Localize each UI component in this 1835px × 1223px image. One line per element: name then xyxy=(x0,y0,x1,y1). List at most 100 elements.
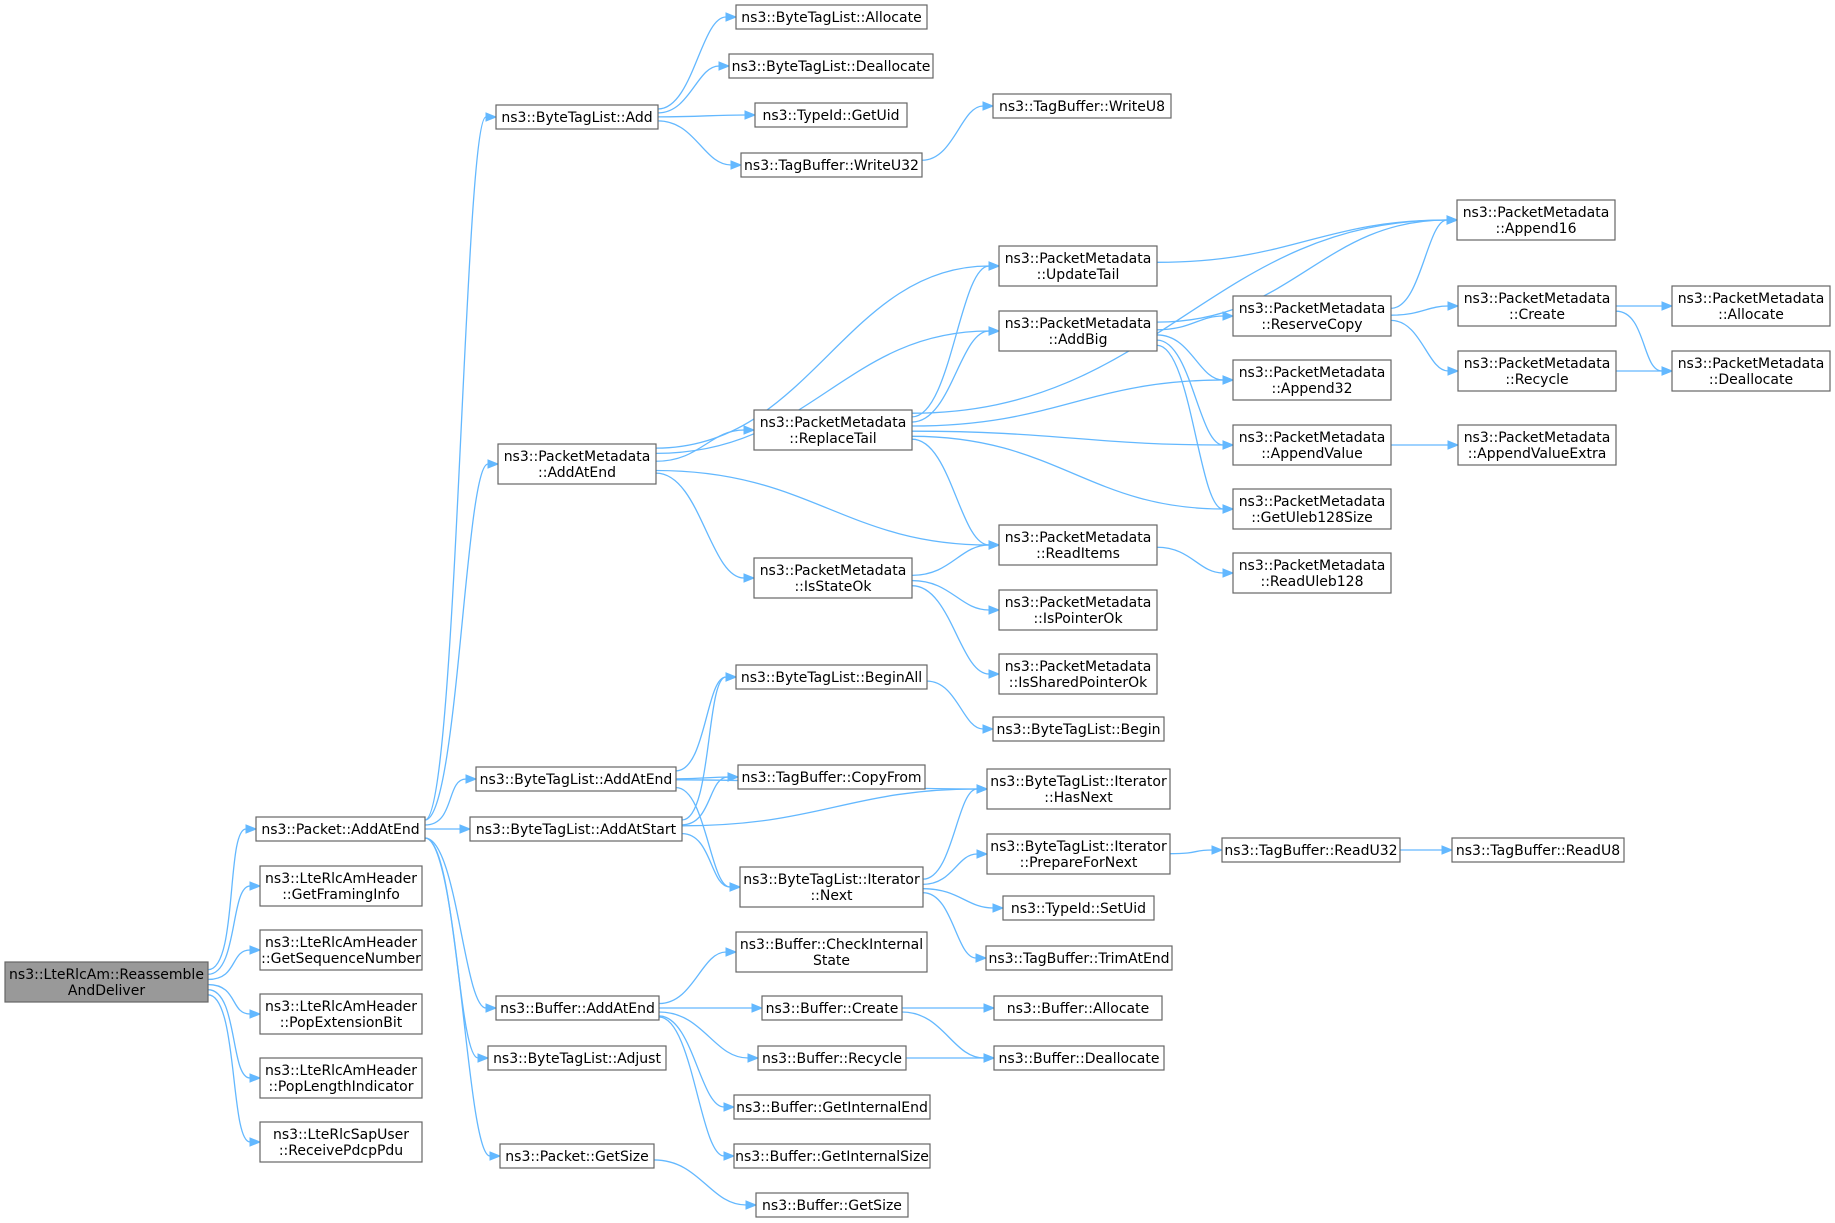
edge-arrowhead xyxy=(487,459,500,469)
node-btl-allocate[interactable]: ns3::ByteTagList::Allocate xyxy=(735,4,928,30)
node-box xyxy=(998,524,1158,566)
node-pm-replacetail[interactable]: ns3::PacketMetadata::ReplaceTail xyxy=(753,409,913,451)
node-it-hasnext[interactable]: ns3::ByteTagList::Iterator::HasNext xyxy=(986,768,1171,810)
edge-line xyxy=(655,265,990,449)
edge-arrowhead xyxy=(1661,301,1674,311)
node-label: ns3::PacketMetadata xyxy=(760,563,907,579)
node-label: ns3::PacketMetadata xyxy=(1239,301,1386,317)
node-box xyxy=(998,310,1158,352)
node-box xyxy=(1451,837,1625,863)
node-pm-recycle[interactable]: ns3::PacketMetadata::Recycle xyxy=(1457,350,1617,392)
node-box xyxy=(993,1045,1165,1071)
node-buf-allocate[interactable]: ns3::Buffer::Allocate xyxy=(993,995,1163,1021)
edge-line xyxy=(922,892,977,959)
node-pm-appendvalueextra[interactable]: ns3::PacketMetadata::AppendValueExtra xyxy=(1457,424,1617,466)
node-btl-add[interactable]: ns3::ByteTagList::Add xyxy=(495,104,659,130)
node-box xyxy=(497,443,657,485)
node-tid-getuid[interactable]: ns3::TypeId::GetUid xyxy=(754,102,908,128)
node-box xyxy=(733,1094,931,1120)
node-label: ::AddAtEnd xyxy=(538,465,616,481)
node-label: ::PopExtensionBit xyxy=(280,1015,403,1031)
node-btl-addatend[interactable]: ns3::ByteTagList::AddAtEnd xyxy=(475,766,677,792)
edge-line xyxy=(1156,334,1224,381)
edge-arrowhead xyxy=(975,953,988,963)
edge-arrowhead xyxy=(249,881,262,891)
edge-line xyxy=(658,1015,725,1108)
edge-buf-recycle-to-buf-deallocate xyxy=(906,1053,996,1063)
edge-root-to-hdr-poplen xyxy=(207,989,262,1083)
node-btl-begin[interactable]: ns3::ByteTagList::Begin xyxy=(992,716,1165,742)
node-buf-getinternalend[interactable]: ns3::Buffer::GetInternalEnd xyxy=(733,1094,931,1120)
node-pm-appendvalue[interactable]: ns3::PacketMetadata::AppendValue xyxy=(1232,424,1392,466)
edge-pm-isstateok-to-pm-readitems xyxy=(911,540,1001,577)
node-tb-readu8[interactable]: ns3::TagBuffer::ReadU8 xyxy=(1451,837,1625,863)
node-pm-deallocate[interactable]: ns3::PacketMetadata::Deallocate xyxy=(1671,350,1831,392)
node-btl-deallocate[interactable]: ns3::ByteTagList::Deallocate xyxy=(728,53,934,79)
node-pm-allocate[interactable]: ns3::PacketMetadata::Allocate xyxy=(1671,285,1831,327)
node-pkt-getsize[interactable]: ns3::Packet::GetSize xyxy=(499,1143,655,1169)
edge-arrowhead xyxy=(249,1137,262,1147)
node-label: ::PopLengthIndicator xyxy=(269,1079,414,1095)
node-buf-getinternalsize[interactable]: ns3::Buffer::GetInternalSize xyxy=(733,1143,931,1169)
node-pm-readuleb[interactable]: ns3::PacketMetadata::ReadUleb128 xyxy=(1232,552,1392,594)
edge-pkt-addatend-to-btl-add xyxy=(424,112,498,821)
edge-btl-add-to-tid-getuid xyxy=(657,110,757,120)
node-label: ns3::Buffer::CheckInternal xyxy=(740,937,923,953)
edge-line xyxy=(658,1011,749,1059)
edge-arrowhead xyxy=(1222,375,1235,385)
node-buf-deallocate[interactable]: ns3::Buffer::Deallocate xyxy=(993,1045,1165,1071)
node-pm-issharedpointerok[interactable]: ns3::PacketMetadata::IsSharedPointerOk xyxy=(998,653,1158,695)
node-hdr-poplen[interactable]: ns3::LteRlcAmHeader::PopLengthIndicator xyxy=(259,1057,423,1099)
node-pm-ispointerok[interactable]: ns3::PacketMetadata::IsPointerOk xyxy=(998,589,1158,631)
node-hdr-seq[interactable]: ns3::LteRlcAmHeader::GetSequenceNumber xyxy=(259,929,423,971)
node-buf-getsize[interactable]: ns3::Buffer::GetSize xyxy=(755,1192,909,1218)
node-box xyxy=(1232,488,1392,530)
node-pm-create[interactable]: ns3::PacketMetadata::Create xyxy=(1457,285,1617,327)
node-it-prepare[interactable]: ns3::ByteTagList::Iterator::PrepareForNe… xyxy=(986,833,1171,875)
edge-arrowhead xyxy=(988,605,1001,615)
node-tid-setuid[interactable]: ns3::TypeId::SetUid xyxy=(1002,895,1155,921)
node-tb-readu32[interactable]: ns3::TagBuffer::ReadU32 xyxy=(1221,837,1401,863)
edge-pm-addatend-to-pm-isstateok xyxy=(655,472,756,583)
edge-line xyxy=(681,832,731,888)
node-box xyxy=(1232,359,1392,401)
node-buf-recycle[interactable]: ns3::Buffer::Recycle xyxy=(757,1045,907,1071)
node-pm-getuleb[interactable]: ns3::PacketMetadata::GetUleb128Size xyxy=(1232,488,1392,530)
node-label: ::PrepareForNext xyxy=(1020,855,1138,871)
node-pm-reservecopy[interactable]: ns3::PacketMetadata::ReserveCopy xyxy=(1232,295,1392,337)
node-btl-addatstart[interactable]: ns3::ByteTagList::AddAtStart xyxy=(469,816,683,842)
node-pm-addbig[interactable]: ns3::PacketMetadata::AddBig xyxy=(998,310,1158,352)
node-pm-isstateok[interactable]: ns3::PacketMetadata::IsStateOk xyxy=(753,557,913,599)
node-pm-readitems[interactable]: ns3::PacketMetadata::ReadItems xyxy=(998,524,1158,566)
node-pm-updatetail[interactable]: ns3::PacketMetadata::UpdateTail xyxy=(998,245,1158,287)
node-btl-beginall[interactable]: ns3::ByteTagList::BeginAll xyxy=(735,664,928,690)
node-label: ns3::ByteTagList::Iterator xyxy=(990,774,1167,790)
node-btl-adjust[interactable]: ns3::ByteTagList::Adjust xyxy=(487,1045,667,1071)
node-label: ns3::PacketMetadata xyxy=(1463,205,1610,221)
node-sap-receive[interactable]: ns3::LteRlcSapUser::ReceivePdcpPdu xyxy=(259,1121,423,1163)
node-tb-writeu8[interactable]: ns3::TagBuffer::WriteU8 xyxy=(992,93,1172,119)
edge-line xyxy=(681,776,729,826)
node-box xyxy=(1221,837,1401,863)
node-pm-append16[interactable]: ns3::PacketMetadata::Append16 xyxy=(1456,199,1616,241)
edge-line xyxy=(681,788,978,827)
node-pm-append32[interactable]: ns3::PacketMetadata::Append32 xyxy=(1232,359,1392,401)
node-tb-copyfrom[interactable]: ns3::TagBuffer::CopyFrom xyxy=(737,764,926,790)
node-tb-trimatend[interactable]: ns3::TagBuffer::TrimAtEnd xyxy=(985,945,1173,971)
node-hdr-popext[interactable]: ns3::LteRlcAmHeader::PopExtensionBit xyxy=(259,993,423,1035)
edge-pm-addatend-to-pm-replacetail xyxy=(655,425,756,462)
node-it-next[interactable]: ns3::ByteTagList::Iterator::Next xyxy=(739,866,924,908)
node-hdr-framing[interactable]: ns3::LteRlcAmHeader::GetFramingInfo xyxy=(259,865,423,907)
node-buf-create[interactable]: ns3::Buffer::Create xyxy=(761,995,903,1021)
node-box xyxy=(495,995,660,1021)
node-pm-addatend[interactable]: ns3::PacketMetadata::AddAtEnd xyxy=(497,443,657,485)
node-tb-writeu32[interactable]: ns3::TagBuffer::WriteU32 xyxy=(740,152,923,178)
node-buf-addatend[interactable]: ns3::Buffer::AddAtEnd xyxy=(495,995,660,1021)
node-label: ::ReadUleb128 xyxy=(1261,574,1364,590)
node-label: ::GetSequenceNumber xyxy=(261,951,421,967)
node-pkt-addatend[interactable]: ns3::Packet::AddAtEnd xyxy=(255,816,426,842)
node-label: ns3::Buffer::Allocate xyxy=(1007,1001,1150,1017)
